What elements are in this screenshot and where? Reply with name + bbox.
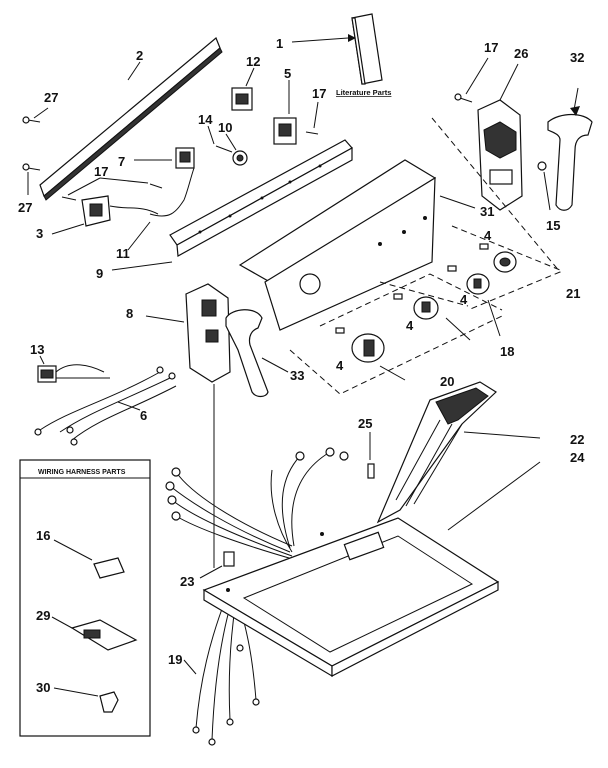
main-wire-bundle bbox=[165, 447, 349, 561]
wiring-harness-parts-box: WIRING HARNESS PARTS bbox=[19, 459, 151, 737]
callout-4c: 4 bbox=[406, 318, 414, 333]
screw-17-right bbox=[454, 57, 489, 103]
part-16-block bbox=[53, 539, 125, 579]
callout-4d: 4 bbox=[336, 358, 344, 373]
callout-15: 15 bbox=[546, 218, 560, 233]
callout-25: 25 bbox=[358, 416, 372, 431]
callout-9: 9 bbox=[96, 266, 103, 281]
literature-parts-label: Literature Parts bbox=[336, 88, 391, 97]
cabinet-top-24 bbox=[202, 461, 541, 678]
callout-16: 16 bbox=[36, 528, 50, 543]
control-panel-strip bbox=[111, 139, 353, 271]
callout-31: 31 bbox=[480, 204, 494, 219]
console-end-8 bbox=[145, 283, 231, 383]
switch-5 bbox=[273, 80, 297, 145]
callout-4b: 4 bbox=[460, 292, 468, 307]
screw-14 bbox=[207, 125, 233, 153]
callout-8: 8 bbox=[126, 306, 133, 321]
callout-17c: 17 bbox=[94, 164, 108, 179]
callout-11: 11 bbox=[116, 246, 130, 261]
callout-22: 22 bbox=[570, 432, 584, 447]
screw-15 bbox=[537, 161, 551, 211]
wire-11 bbox=[127, 167, 195, 251]
callout-27a: 27 bbox=[44, 90, 58, 105]
wire-harness-6 bbox=[34, 364, 177, 446]
callout-13: 13 bbox=[30, 342, 44, 357]
screw-17-mid bbox=[305, 101, 319, 135]
callout-4a: 4 bbox=[484, 228, 492, 243]
callout-5: 5 bbox=[284, 66, 291, 81]
screws-17-left bbox=[61, 177, 163, 201]
part-30-clip bbox=[53, 687, 119, 713]
console-body bbox=[238, 159, 476, 331]
callout-29: 29 bbox=[36, 608, 50, 623]
callout-19: 19 bbox=[168, 652, 182, 667]
callout-17b: 17 bbox=[312, 86, 326, 101]
end-cap-33 bbox=[225, 309, 289, 398]
callout-24: 24 bbox=[570, 450, 585, 465]
callout-33: 33 bbox=[290, 368, 304, 383]
callout-30: 30 bbox=[36, 680, 50, 695]
switch-7 bbox=[134, 147, 195, 169]
callout-labels: 1 2 3 4 4 4 4 5 6 7 8 9 10 11 12 13 14 1… bbox=[18, 36, 585, 695]
clip-23 bbox=[199, 551, 235, 579]
knob-small-1 bbox=[466, 273, 490, 295]
knob-medium bbox=[413, 296, 439, 320]
callout-12: 12 bbox=[246, 54, 260, 69]
lint-duct-22 bbox=[376, 381, 541, 524]
connector-13 bbox=[37, 355, 57, 383]
callout-3: 3 bbox=[36, 226, 43, 241]
callout-10: 10 bbox=[218, 120, 232, 135]
callout-27b: 27 bbox=[18, 200, 32, 215]
callout-7: 7 bbox=[118, 154, 125, 169]
callout-21: 21 bbox=[566, 286, 580, 301]
screw-25 bbox=[367, 432, 375, 479]
clips-4 bbox=[335, 243, 489, 334]
wiring-box-title: WIRING HARNESS PARTS bbox=[38, 469, 126, 476]
knobs-assembly bbox=[289, 117, 561, 395]
callout-14: 14 bbox=[198, 112, 213, 127]
end-cap-32 bbox=[547, 87, 593, 211]
switch-3 bbox=[51, 195, 159, 235]
callout-17a: 17 bbox=[484, 40, 498, 55]
console-rear-panel bbox=[39, 37, 223, 201]
callout-1: 1 bbox=[276, 36, 283, 51]
callout-2: 2 bbox=[136, 48, 143, 63]
callout-32: 32 bbox=[570, 50, 584, 65]
nut-10 bbox=[225, 133, 248, 166]
callout-6: 6 bbox=[140, 408, 147, 423]
callout-23: 23 bbox=[180, 574, 194, 589]
callout-26: 26 bbox=[514, 46, 528, 61]
part-29-block bbox=[51, 616, 138, 651]
knob-large bbox=[351, 333, 385, 363]
screws-27 bbox=[22, 107, 49, 195]
callout-20: 20 bbox=[440, 374, 454, 389]
literature-book: Literature Parts bbox=[291, 13, 391, 97]
end-cap-bracket-26 bbox=[477, 63, 523, 211]
knob-small-2 bbox=[493, 251, 517, 273]
callout-18: 18 bbox=[500, 344, 514, 359]
switch-12 bbox=[231, 67, 255, 111]
